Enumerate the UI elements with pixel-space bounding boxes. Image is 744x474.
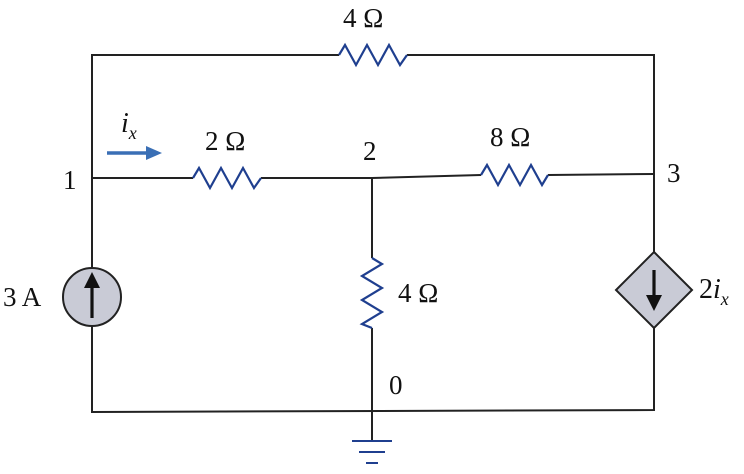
right-arrow-icon: [107, 146, 162, 160]
resistor-right-8ohm: [480, 162, 549, 188]
wire-top-left: [91, 54, 339, 178]
resistors: [192, 42, 549, 330]
wire-top-right: [407, 54, 655, 252]
current-source: [62, 267, 122, 327]
ground-icon: [352, 440, 392, 464]
label-ix: ix: [121, 108, 137, 143]
label-resistor-middle: 4 Ω: [398, 278, 438, 308]
resistor-left-2ohm: [192, 165, 262, 191]
label-dep-var: i: [713, 274, 721, 305]
wire-right-resistor-node3: [547, 173, 655, 176]
dependent-source: [614, 250, 694, 330]
label-node-3: 3: [667, 158, 681, 188]
label-dependent-source: 2ix: [699, 274, 729, 309]
label-resistor-left: 2 Ω: [205, 126, 245, 156]
label-node-0: 0: [389, 370, 403, 400]
label-node-1: 1: [63, 165, 77, 195]
current-source-arrow-head: [84, 272, 100, 288]
dependent-source-arrow-head: [646, 295, 662, 311]
label-source-current: 3 A: [3, 282, 42, 312]
label-resistor-top: 4 Ω: [343, 3, 383, 33]
wires: [91, 54, 655, 440]
label-dep-sub: x: [720, 289, 729, 309]
wire-left-source-bottom: [91, 326, 655, 414]
label-resistor-right: 8 Ω: [490, 122, 530, 152]
label-dep-coeff: 2: [699, 274, 713, 305]
label-ix-sub: x: [128, 123, 137, 143]
wire-node2-right-resistor: [371, 174, 482, 179]
ix-arrow-head: [146, 146, 162, 160]
resistor-top-4ohm: [338, 42, 408, 68]
label-node-2: 2: [363, 136, 377, 166]
label-ix-var: i: [121, 108, 129, 139]
resistor-middle-4ohm: [359, 257, 385, 330]
